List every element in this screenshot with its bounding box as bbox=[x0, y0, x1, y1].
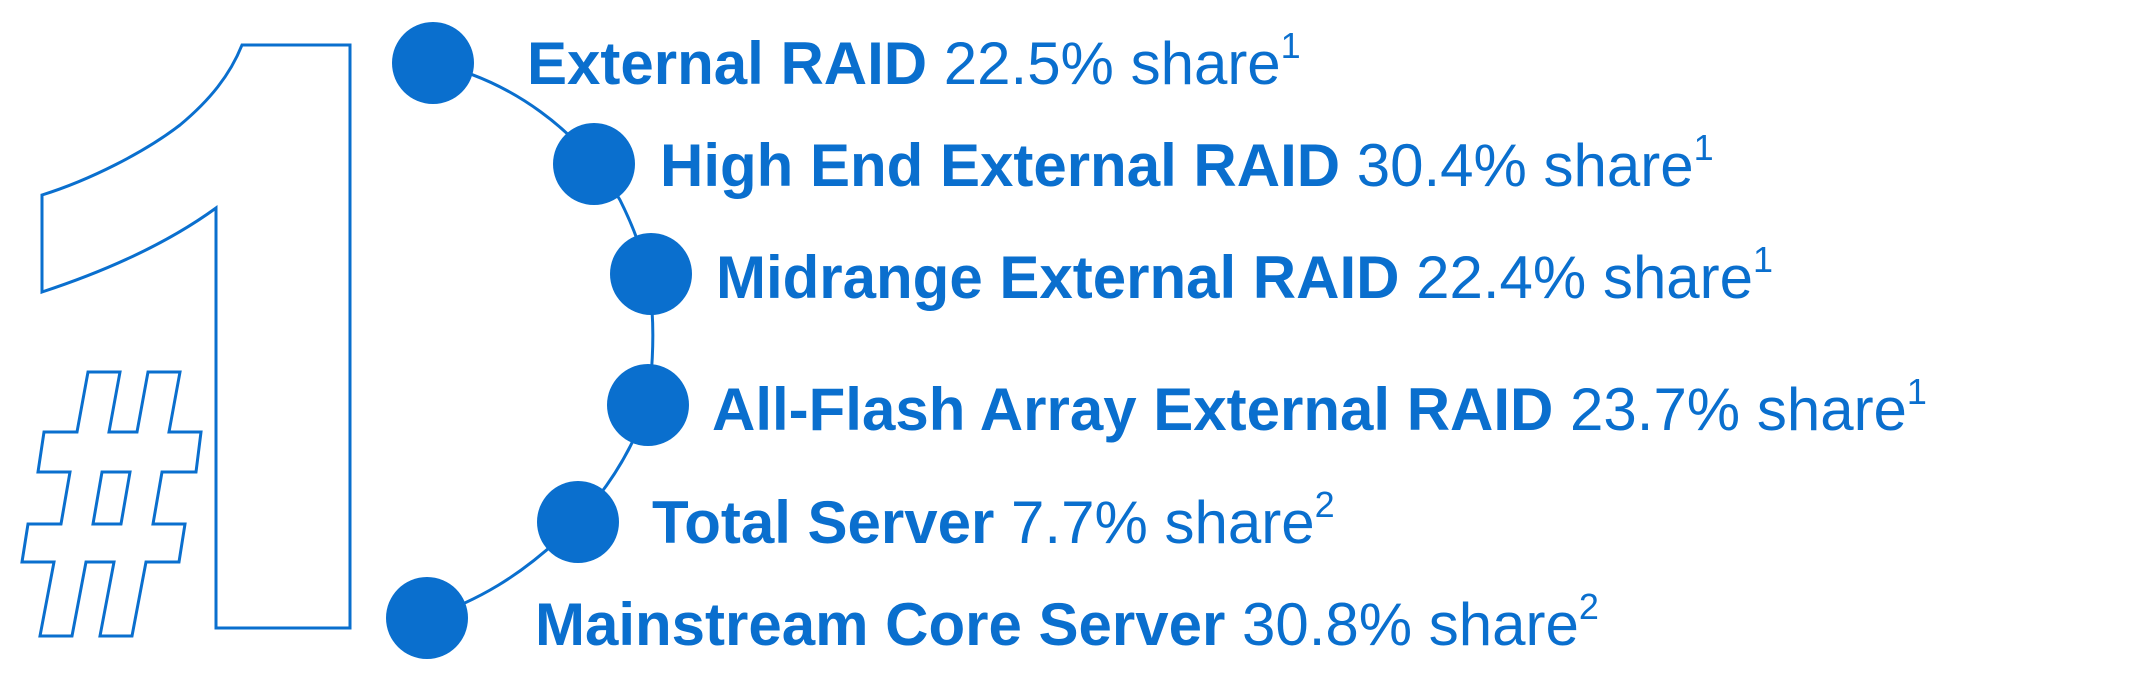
bullet-dot bbox=[610, 233, 692, 315]
bullet-dot bbox=[607, 364, 689, 446]
category-label: Mainstream Core Server bbox=[535, 591, 1226, 658]
bullet-dot bbox=[537, 481, 619, 563]
hash-symbol-outline bbox=[20, 370, 203, 638]
bullet-dot bbox=[392, 22, 474, 104]
share-value: 7.7% share bbox=[1011, 489, 1315, 556]
share-value: 30.4% share bbox=[1356, 132, 1694, 199]
share-value: 30.8% share bbox=[1242, 591, 1579, 658]
category-label: All-Flash Array External RAID bbox=[712, 376, 1554, 443]
category-label: External RAID bbox=[527, 30, 928, 97]
category-label: Midrange External RAID bbox=[716, 244, 1400, 311]
share-item-all-flash-array-external-raid: All-Flash Array External RAID 23.7% shar… bbox=[712, 374, 1927, 440]
share-item-mainstream-core-server: Mainstream Core Server 30.8% share2 bbox=[535, 589, 1599, 655]
share-item-total-server: Total Server 7.7% share2 bbox=[652, 487, 1335, 553]
share-value: 23.7% share bbox=[1570, 376, 1907, 443]
bullet-dot bbox=[386, 577, 468, 659]
category-label: High End External RAID bbox=[660, 132, 1341, 199]
share-value: 22.5% share bbox=[943, 30, 1281, 97]
share-item-external-raid: External RAID 22.5% share1 bbox=[527, 28, 1301, 94]
footnote-marker: 2 bbox=[1314, 484, 1335, 525]
footnote-marker: 1 bbox=[1906, 371, 1927, 412]
footnote-marker: 1 bbox=[1753, 239, 1774, 280]
share-value: 22.4% share bbox=[1416, 244, 1754, 311]
share-item-high-end-external-raid: High End External RAID 30.4% share1 bbox=[660, 130, 1714, 196]
footnote-marker: 2 bbox=[1578, 586, 1599, 627]
category-label: Total Server bbox=[652, 489, 995, 556]
bullet-dot bbox=[553, 123, 635, 205]
number-one-outline bbox=[40, 43, 352, 630]
footnote-marker: 1 bbox=[1693, 127, 1714, 168]
share-item-midrange-external-raid: Midrange External RAID 22.4% share1 bbox=[716, 242, 1773, 308]
footnote-marker: 1 bbox=[1280, 25, 1301, 66]
